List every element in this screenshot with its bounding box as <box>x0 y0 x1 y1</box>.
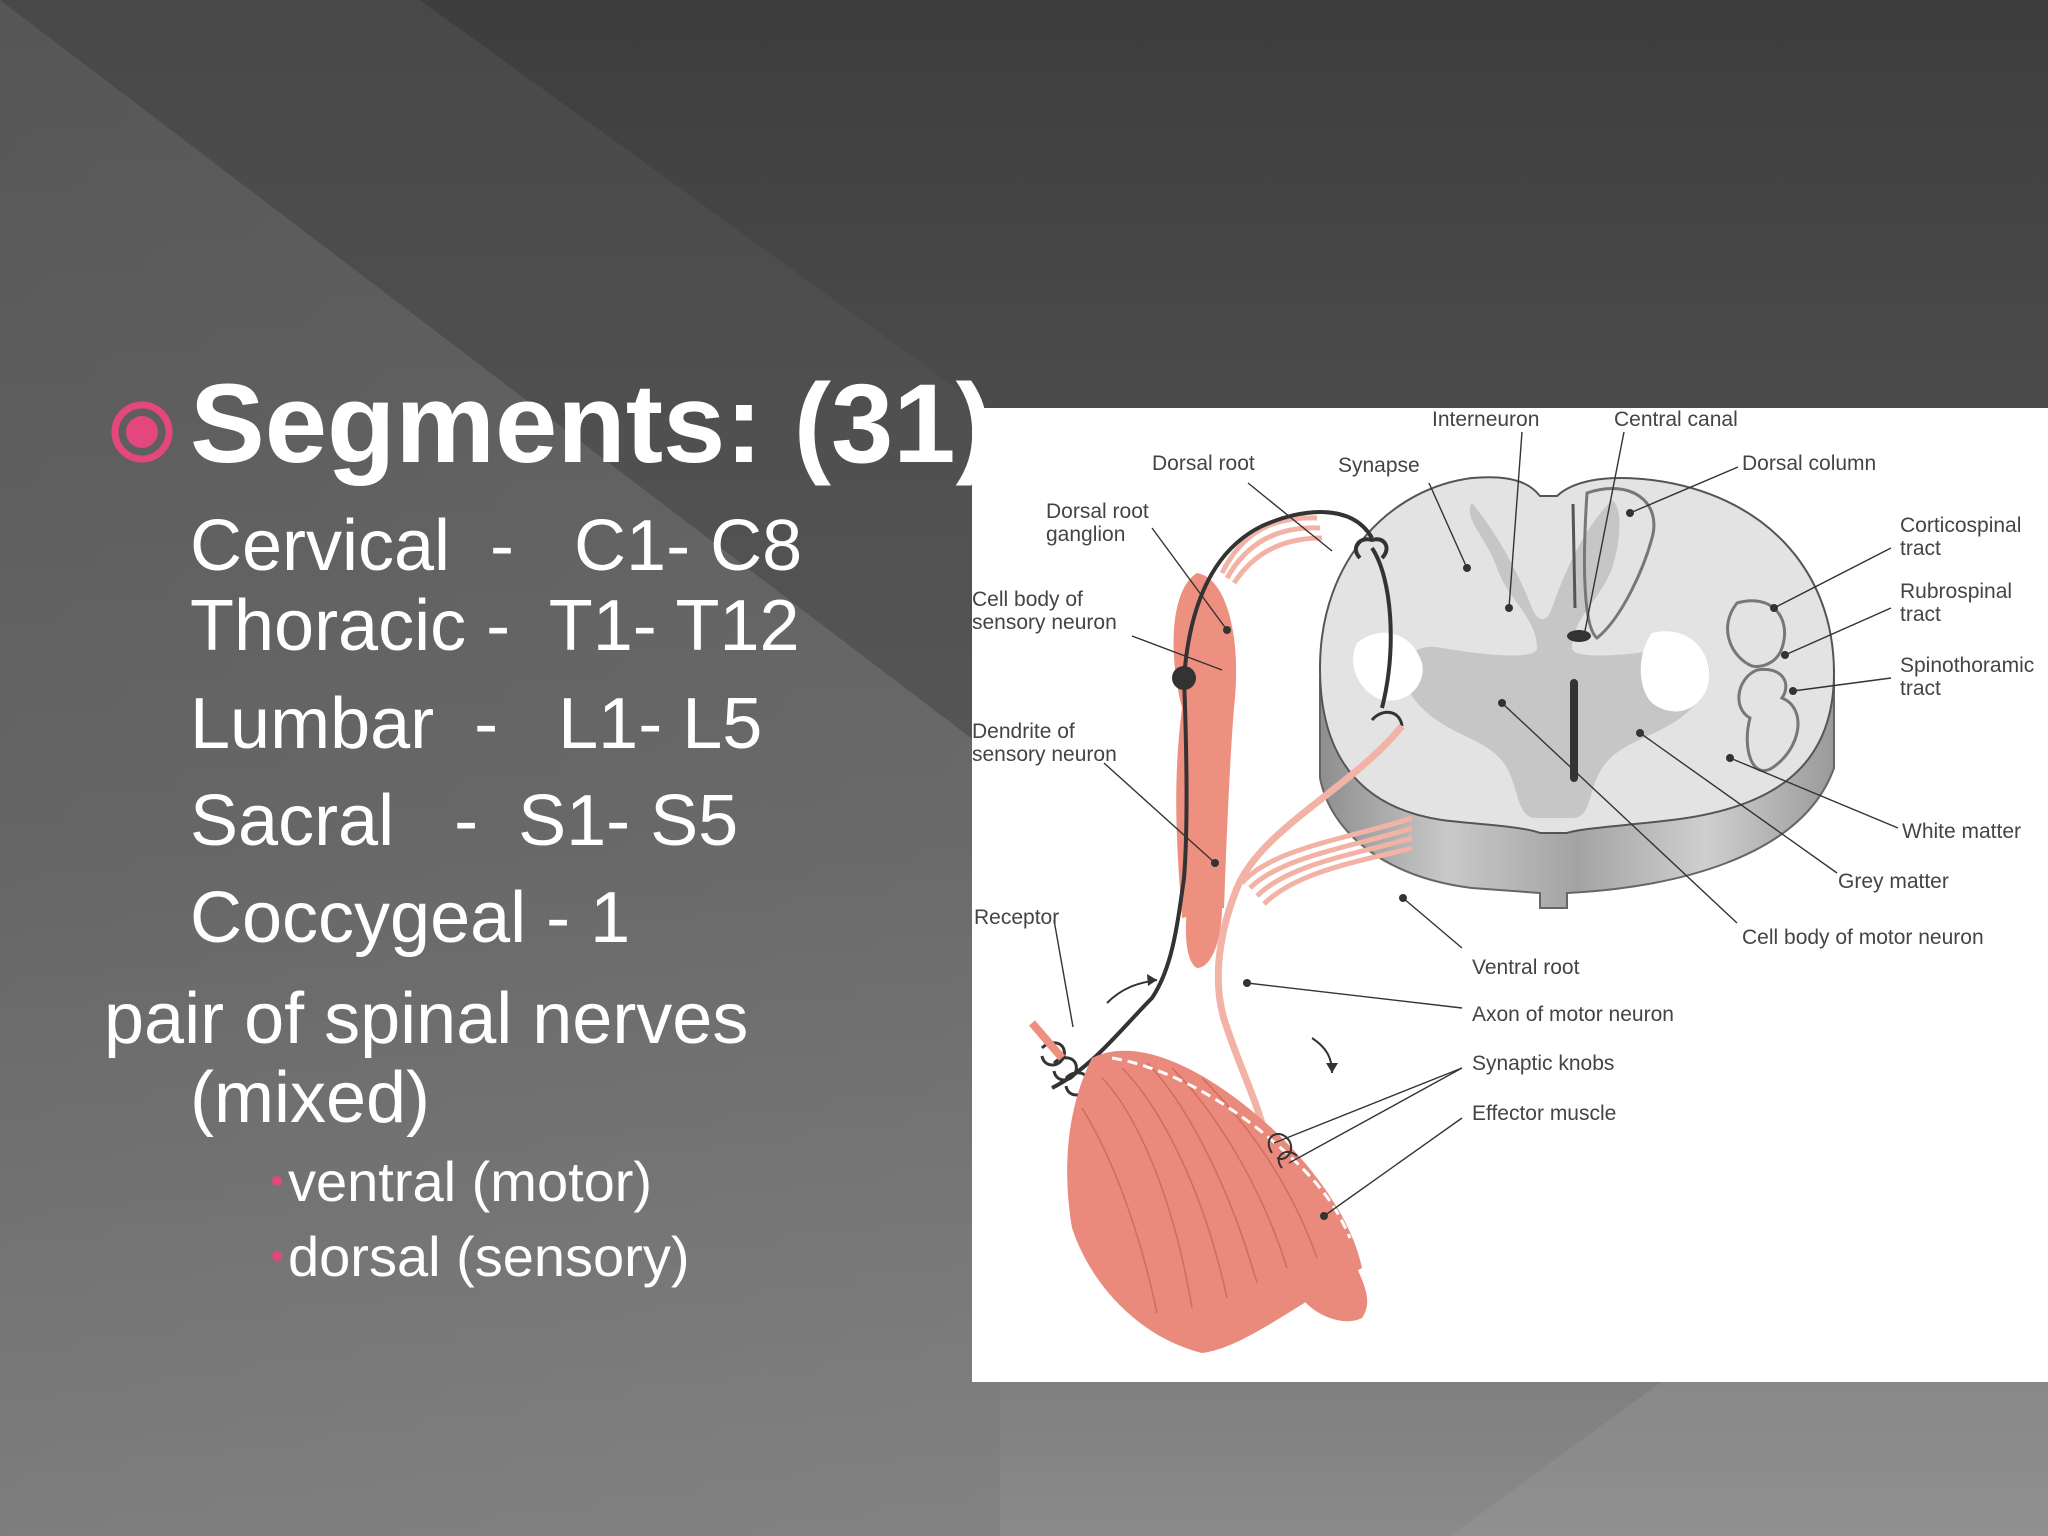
label-ventral-root: Ventral root <box>1472 956 1580 979</box>
motor-synapse-shape <box>1370 710 1404 727</box>
label-dorsal-column: Dorsal column <box>1742 452 1876 475</box>
segment-lumbar: Lumbar - L1- L5 <box>190 684 763 764</box>
dorsal-column-outline <box>1582 487 1656 640</box>
label-dendrite-line1: Dendrite of <box>972 720 1075 743</box>
label-drg-line1: Dorsal root <box>1046 500 1149 523</box>
label-effector-muscle: Effector muscle <box>1472 1102 1616 1125</box>
mixed-label: (mixed) <box>190 1058 431 1138</box>
spinal-cord-grey-matter <box>1404 500 1710 818</box>
label-rubrospinal-line1: Rubrospinal <box>1900 580 2012 603</box>
reflex-arc-diagram: Interneuron Central canal Dorsal root Sy… <box>972 408 2034 1353</box>
label-spinothoramic-line2: tract <box>1900 677 1941 700</box>
effector-muscle <box>1067 1050 1362 1353</box>
label-receptor: Receptor <box>974 906 1059 929</box>
label-synaptic-knobs: Synaptic knobs <box>1472 1052 1614 1075</box>
bullet-dot-icon <box>272 1176 282 1186</box>
receptor-nerve-end <box>1028 1020 1066 1061</box>
slide-text-block: Segments: (31) Cervical - C1- C8 Thoraci… <box>0 0 1000 1536</box>
label-rubrospinal-line2: tract <box>1900 603 1941 626</box>
interneuron-path <box>1370 546 1393 709</box>
segment-coccygeal: Coccygeal - 1 <box>190 878 631 958</box>
label-interneuron: Interneuron <box>1432 408 1539 431</box>
segment-sacral: Sacral - S1- S5 <box>190 781 739 861</box>
sub-item-dorsal: dorsal (sensory) <box>272 1229 689 1285</box>
label-corticospinal-line1: Corticospinal <box>1900 514 2021 537</box>
sensory-cell-body <box>1172 666 1196 690</box>
leader-dots <box>1211 509 1797 1220</box>
label-spinothoramic-line1: Spinothoramic <box>1900 654 2034 677</box>
label-axon-motor: Axon of motor neuron <box>1472 1003 1674 1026</box>
label-drg-line2: ganglion <box>1046 523 1125 546</box>
segment-cervical: Cervical - C1- C8 <box>190 506 803 586</box>
muscle-nerve-line <box>1111 1056 1352 1239</box>
label-dendrite-line2: sensory neuron <box>972 743 1117 766</box>
dorsal-root-fibers <box>1219 515 1323 585</box>
title-bullet-icon <box>111 401 173 463</box>
sub-item-ventral: ventral (motor) <box>272 1154 652 1210</box>
label-grey-matter: Grey matter <box>1838 870 1949 893</box>
label-synapse: Synapse <box>1338 454 1420 477</box>
label-corticospinal-line2: tract <box>1900 537 1941 560</box>
sensory-arrowhead <box>1147 974 1157 986</box>
sub-item-dorsal-label: dorsal (sensory) <box>288 1225 690 1288</box>
label-cell-body-motor: Cell body of motor neuron <box>1742 926 1984 949</box>
bullet-dot-icon <box>272 1251 282 1261</box>
posterior-fissure <box>1571 503 1577 609</box>
motor-arrowhead <box>1326 1063 1338 1073</box>
grey-matter-light-region-right <box>1640 631 1710 712</box>
dorsal-root-ganglion <box>1173 573 1237 918</box>
sub-item-ventral-label: ventral (motor) <box>288 1150 653 1213</box>
label-central-canal: Central canal <box>1614 408 1738 431</box>
synapse-shape <box>1353 537 1389 560</box>
label-cell-body-sensory-line1: Cell body of <box>972 588 1083 611</box>
spinal-nerve-trunk <box>1185 908 1222 968</box>
slide-title: Segments: (31) <box>190 361 993 486</box>
leader-lines <box>1053 431 1899 1217</box>
label-dorsal-root: Dorsal root <box>1152 452 1255 475</box>
sensory-neuron-path <box>1051 510 1374 1090</box>
ventral-root-fibers <box>1240 815 1413 906</box>
reflex-arc-figure: Interneuron Central canal Dorsal root Sy… <box>972 408 2048 1382</box>
label-white-matter: White matter <box>1902 820 2021 843</box>
segment-thoracic: Thoracic - T1- T12 <box>190 586 800 666</box>
pair-of-spinal-nerves: pair of spinal nerves <box>104 979 749 1059</box>
muscle-fibers <box>1081 1062 1318 1314</box>
label-cell-body-sensory-line2: sensory neuron <box>972 611 1117 634</box>
muscle-tendon <box>1302 1258 1368 1322</box>
